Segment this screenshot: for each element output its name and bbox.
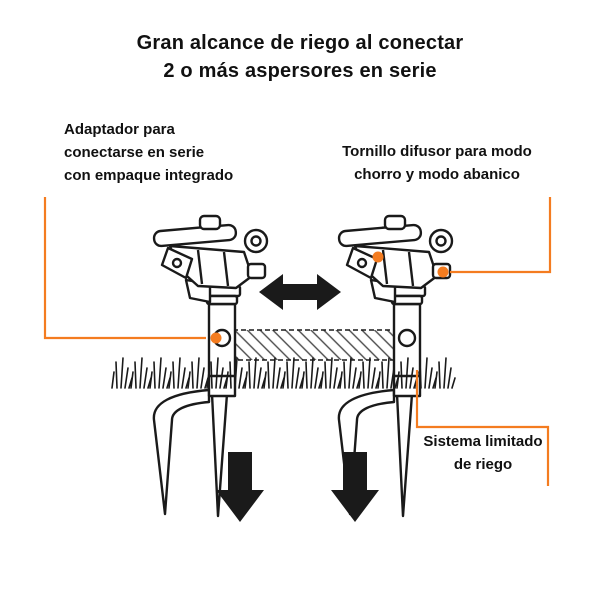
marker-dot-adapter	[210, 332, 222, 344]
callout-adapter-line-1: Adaptador para	[64, 121, 175, 138]
leader-line-adapter	[43, 197, 206, 340]
callout-adapter-line-3: con empaque integrado	[64, 167, 234, 184]
callout-limited: Sistema limitado de riego	[412, 430, 554, 476]
callout-limited-line-2: de riego	[453, 456, 513, 473]
series-connection-pipe	[232, 329, 396, 361]
down-arrow-icon-left	[216, 452, 264, 522]
callout-diffuser: Tornillo difusor para modo chorro y modo…	[320, 140, 554, 186]
marker-dot-diffuser-nozzle	[372, 251, 384, 263]
callout-diffuser-line-1: Tornillo difusor para modo	[342, 143, 532, 160]
double-horizontal-arrow-icon	[259, 274, 341, 310]
callout-limited-line-1: Sistema limitado	[423, 433, 543, 450]
leader-line-diffuser	[450, 197, 552, 274]
title-line-1: Gran alcance de riego al conectar	[136, 32, 464, 54]
title-line-2: 2 o más aspersores en serie	[163, 60, 437, 82]
leader-line-limited	[415, 370, 550, 486]
down-arrow-icon-right	[331, 452, 379, 522]
marker-dot-diffuser-cap	[437, 266, 449, 278]
callout-adapter: Adaptador para conectarse en serie con e…	[64, 118, 264, 187]
callout-diffuser-line-2: chorro y modo abanico	[354, 166, 520, 183]
page-title: Gran alcance de riego al conectar 2 o má…	[0, 29, 600, 85]
callout-adapter-line-2: conectarse en serie	[64, 144, 205, 161]
